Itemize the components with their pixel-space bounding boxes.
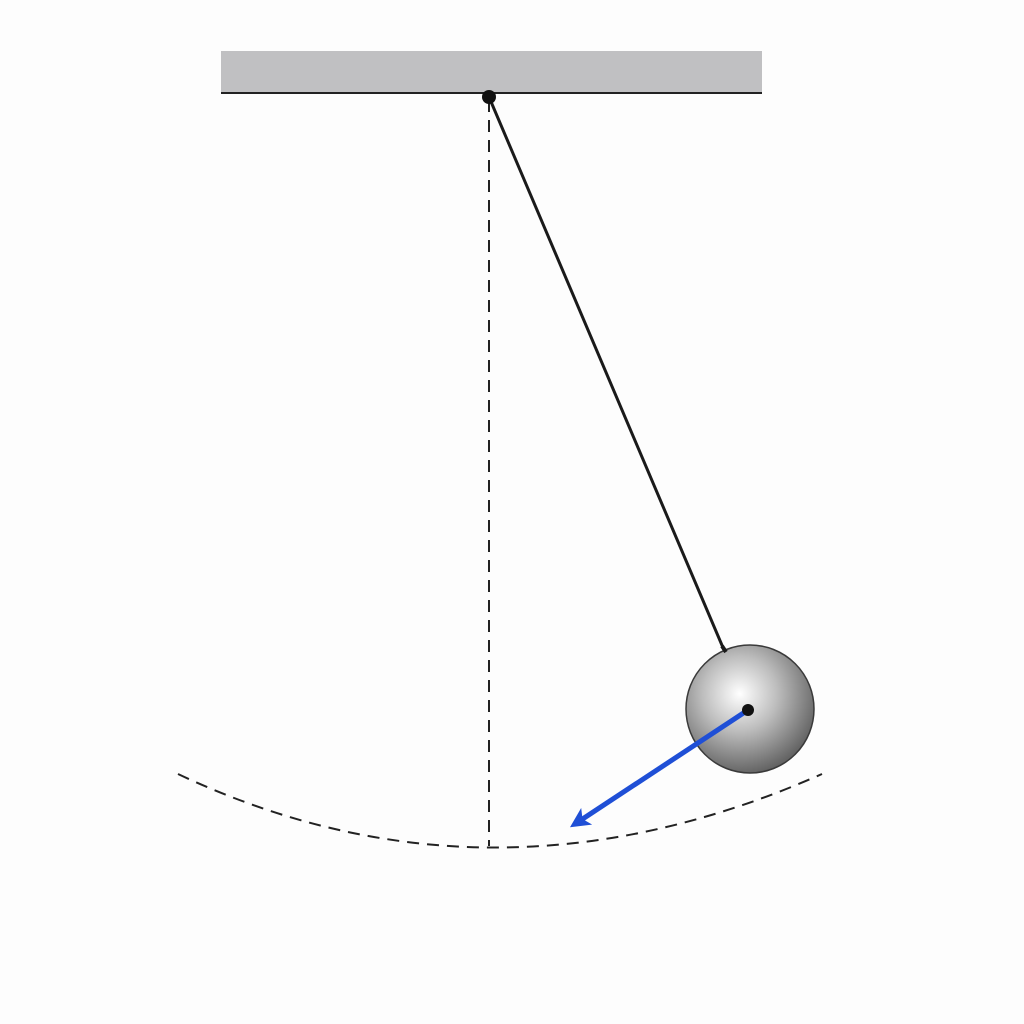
swing-arc-path — [177, 773, 823, 849]
pendulum-string — [487, 96, 726, 651]
pivot-point — [482, 90, 496, 104]
velocity-arrow — [569, 707, 750, 828]
bob-center-dot — [742, 704, 754, 716]
ceiling-support — [221, 51, 762, 94]
